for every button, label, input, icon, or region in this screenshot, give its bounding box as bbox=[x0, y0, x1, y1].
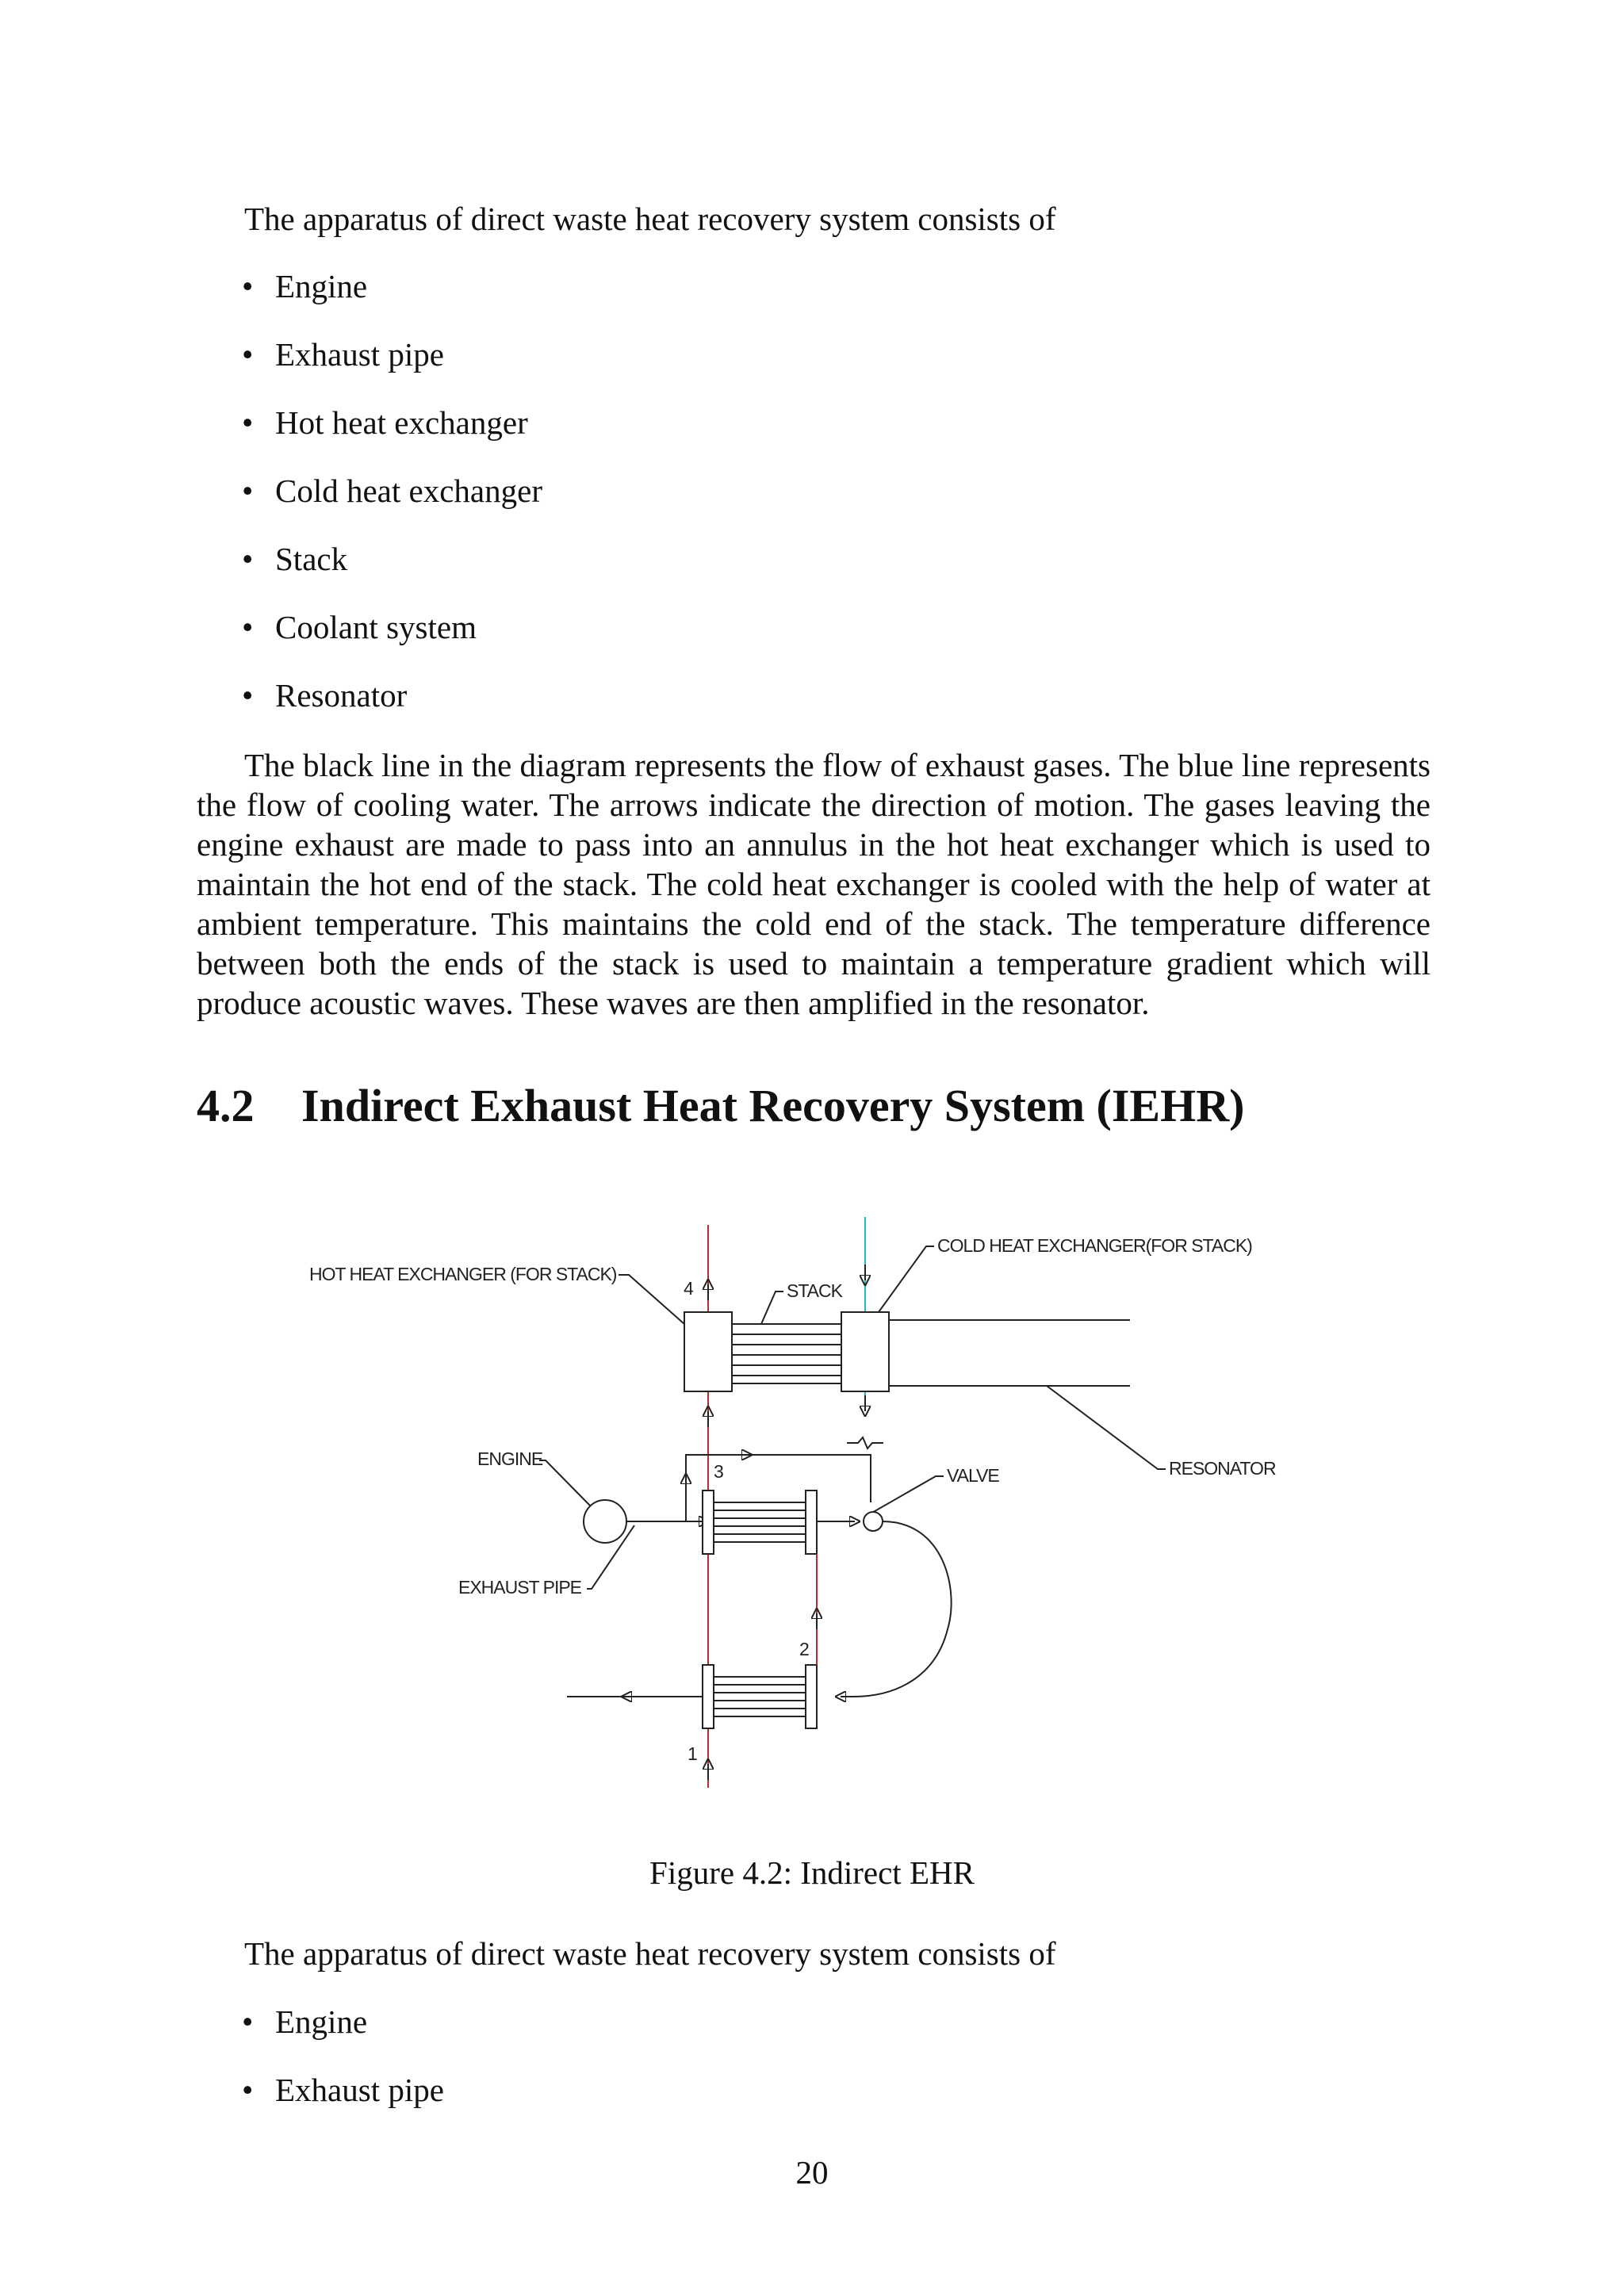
leader-cold-hx bbox=[878, 1246, 934, 1313]
coolant-break bbox=[847, 1436, 883, 1450]
list-item-label: Cold heat exchanger bbox=[275, 473, 542, 509]
cold-heat-exchanger bbox=[841, 1311, 890, 1392]
exchanger-upper-right-flange bbox=[805, 1490, 818, 1555]
bullet: • bbox=[242, 541, 254, 577]
list-item: • Hot heat exchanger bbox=[242, 400, 542, 469]
bullet: • bbox=[242, 677, 254, 714]
exchanger-lower-right-flange bbox=[805, 1664, 818, 1729]
bullet: • bbox=[242, 404, 254, 441]
leader-resonator bbox=[1046, 1385, 1166, 1470]
leader-stack bbox=[760, 1291, 783, 1325]
leader-engine bbox=[539, 1460, 592, 1507]
iehr-diagram: HOT HEAT EXCHANGER (FOR STACK) COLD HEAT… bbox=[293, 1217, 1293, 1820]
list-item: • Coolant system bbox=[242, 605, 542, 673]
return-loop bbox=[852, 1521, 952, 1697]
list-item-label: Exhaust pipe bbox=[275, 336, 444, 373]
list-item: • Exhaust pipe bbox=[242, 2068, 444, 2136]
hot-hx-label: HOT HEAT EXCHANGER (FOR STACK) bbox=[309, 1264, 617, 1284]
list-item: • Engine bbox=[242, 1999, 444, 2068]
bullet: • bbox=[242, 609, 254, 645]
engine-label: ENGINE bbox=[477, 1448, 543, 1469]
valve-label: VALVE bbox=[947, 1465, 999, 1486]
leader-exhaust-pipe bbox=[587, 1525, 635, 1590]
resonator-label: RESONATOR bbox=[1169, 1458, 1276, 1479]
figure-caption: Figure 4.2: Indirect EHR bbox=[649, 1854, 975, 1891]
section-title: Indirect Exhaust Heat Recovery System (I… bbox=[301, 1080, 1245, 1131]
exchanger-lower-tubes bbox=[714, 1676, 806, 1717]
section-heading: 4.2 Indirect Exhaust Heat Recovery System… bbox=[197, 1078, 1244, 1134]
stack-label: STACK bbox=[787, 1280, 844, 1301]
list-item: • Stack bbox=[242, 537, 542, 605]
list-item-label: Exhaust pipe bbox=[275, 2072, 444, 2108]
section-number: 4.2 bbox=[197, 1080, 255, 1131]
component-list-2: • Engine • Exhaust pipe bbox=[242, 1999, 444, 2136]
intro-text-2: The apparatus of direct waste heat recov… bbox=[244, 1935, 1056, 1972]
list-item: • Exhaust pipe bbox=[242, 332, 542, 400]
diagram-svg: HOT HEAT EXCHANGER (FOR STACK) COLD HEAT… bbox=[309, 1217, 1277, 1788]
bullet: • bbox=[242, 2003, 254, 2040]
point-label-1: 1 bbox=[688, 1743, 697, 1764]
exhaust-pipe-label: EXHAUST PIPE bbox=[458, 1577, 582, 1598]
list-item-label: Engine bbox=[275, 268, 368, 304]
leader-hot-hx bbox=[619, 1274, 685, 1325]
list-item: • Resonator bbox=[242, 673, 542, 741]
exchanger-upper-left-flange bbox=[702, 1490, 714, 1555]
description-paragraph: The black line in the diagram represents… bbox=[197, 747, 1431, 1021]
list-item-label: Resonator bbox=[275, 677, 408, 714]
bullet: • bbox=[242, 473, 254, 509]
exchanger-upper-tubes bbox=[714, 1502, 806, 1543]
list-item-label: Coolant system bbox=[275, 609, 477, 645]
list-item: • Cold heat exchanger bbox=[242, 469, 542, 537]
bullet: • bbox=[242, 2072, 254, 2108]
bullet: • bbox=[242, 268, 254, 304]
hot-heat-exchanger bbox=[684, 1311, 733, 1392]
bullet: • bbox=[242, 336, 254, 373]
engine-symbol bbox=[583, 1499, 627, 1544]
point-label-4: 4 bbox=[684, 1278, 694, 1299]
list-item: • Engine bbox=[242, 264, 542, 332]
list-item-label: Hot heat exchanger bbox=[275, 404, 528, 441]
list-item-label: Engine bbox=[275, 2003, 368, 2040]
list-item-label: Stack bbox=[275, 541, 348, 577]
page-number: 20 bbox=[795, 2154, 829, 2191]
component-list: • Engine • Exhaust pipe • Hot heat exchange… bbox=[242, 264, 542, 741]
stack bbox=[732, 1323, 843, 1384]
intro-text: The apparatus of direct waste heat recov… bbox=[244, 201, 1056, 237]
valve-symbol bbox=[863, 1511, 883, 1532]
point-label-3: 3 bbox=[714, 1461, 723, 1482]
point-label-2: 2 bbox=[799, 1639, 809, 1659]
exchanger-lower-left-flange bbox=[702, 1664, 714, 1729]
leader-valve bbox=[870, 1475, 944, 1514]
cold-hx-label: COLD HEAT EXCHANGER(FOR STACK) bbox=[937, 1235, 1252, 1256]
